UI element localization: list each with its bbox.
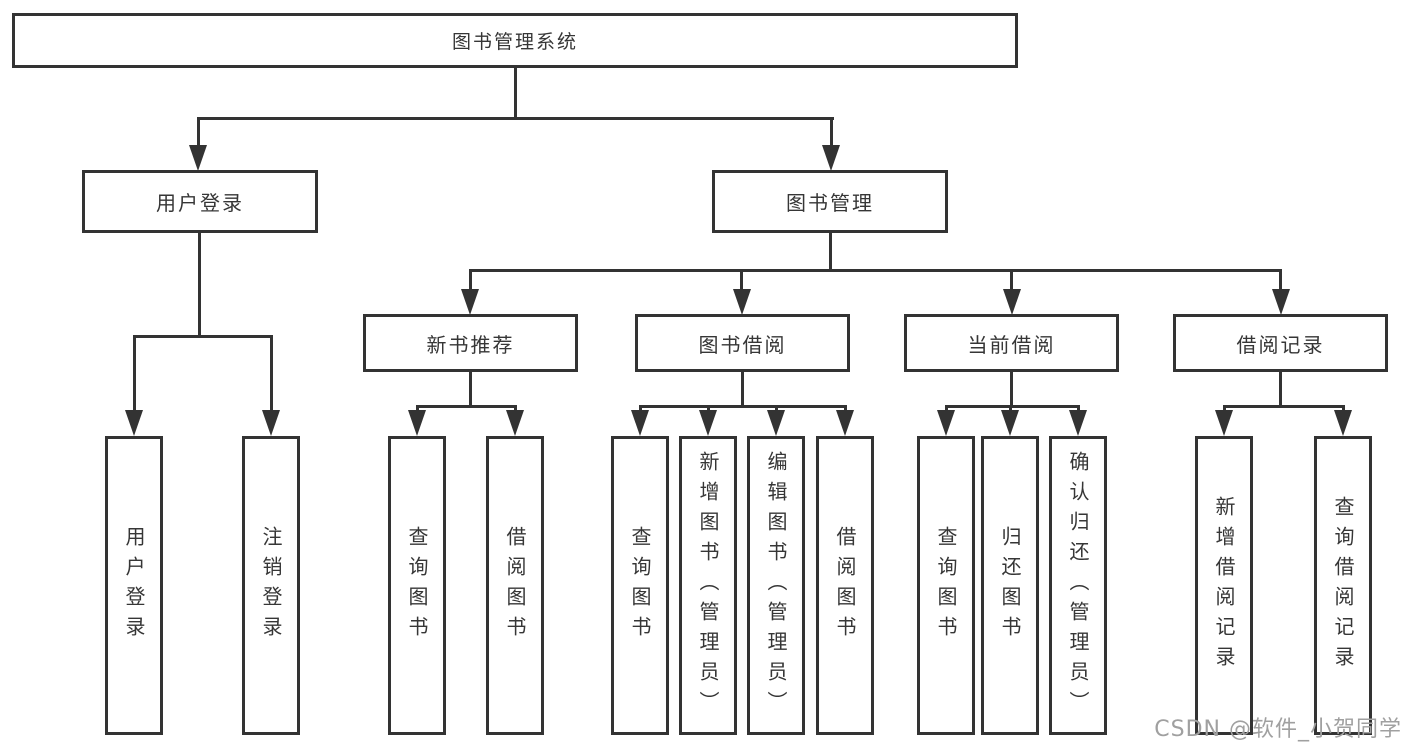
connector-leaf-shaft [1077, 405, 1080, 412]
leaf-confirm-return-admin: 确认归还（管理员） [1049, 436, 1107, 735]
node-book-borrowing: 图书借阅 [635, 314, 850, 372]
leaf-confirm-return-admin-label: 确认归还（管理员） [1066, 450, 1090, 721]
watermark: CSDN @软件_小贺同学 [1154, 717, 1402, 742]
node-borrowing-records-label: 借阅记录 [1236, 332, 1325, 357]
connector-recommend-hline [416, 405, 516, 408]
node-library-system: 图书管理系统 [12, 13, 1018, 68]
connector-l3-shaft [740, 269, 743, 293]
connector-leaf-shaft [270, 335, 273, 412]
connector-borrowing-hline [639, 405, 846, 408]
connector-user-login-hline [133, 335, 273, 338]
connector-leaf-shaft [416, 405, 419, 412]
leaf-borrow-books-recommend: 借阅图书 [486, 436, 544, 735]
connector-leaf-shaft [707, 405, 710, 412]
arrow-down-icon [1215, 410, 1233, 436]
node-current-borrowing-label: 当前借阅 [967, 332, 1056, 357]
leaf-query-borrow-record: 查询借阅记录 [1314, 436, 1372, 735]
connector-root-vline [514, 67, 517, 118]
connector-book-mgmt-hline [469, 269, 1282, 272]
connector-l3-shaft [469, 269, 472, 293]
connector-book-mgmt-vline [829, 233, 832, 271]
leaf-add-books-admin: 新增图书（管理员） [679, 436, 737, 735]
connector-root-hline [197, 117, 834, 120]
leaf-user-login-label: 用户登录 [122, 525, 146, 646]
arrow-down-icon [836, 410, 854, 436]
connector-leaf-shaft [1342, 405, 1345, 412]
leaf-return-books-label: 归还图书 [998, 525, 1022, 646]
arrow-down-icon [822, 145, 840, 171]
arrow-down-icon [408, 410, 426, 436]
node-user-login-label: 用户登录 [156, 191, 244, 215]
connector-leaf-shaft [639, 405, 642, 412]
leaf-borrow-books-recommend-label: 借阅图书 [503, 525, 527, 646]
leaf-query-books-current-label: 查询图书 [934, 525, 958, 646]
arrow-down-icon [767, 410, 785, 436]
arrow-down-icon [262, 410, 280, 436]
arrow-down-icon [937, 410, 955, 436]
leaf-borrow-books-borrow-label: 借阅图书 [833, 525, 857, 646]
node-borrowing-records: 借阅记录 [1173, 314, 1388, 372]
arrow-down-icon [506, 410, 524, 436]
connector-leaf-shaft [1223, 405, 1226, 412]
arrow-down-icon [733, 289, 751, 315]
arrow-down-icon [189, 145, 207, 171]
node-book-borrowing-label: 图书借阅 [698, 332, 787, 357]
connector-current-hline [945, 405, 1079, 408]
leaf-logout-label: 注销登录 [259, 525, 283, 646]
connector-current-vline [1010, 372, 1013, 406]
connector-l3-shaft [1010, 269, 1013, 293]
connector-leaf-shaft [844, 405, 847, 412]
connector-user-login-vline [198, 233, 201, 335]
node-book-management-label: 图书管理 [786, 191, 874, 215]
connector-leaf-shaft [514, 405, 517, 412]
arrow-down-icon [1334, 410, 1352, 436]
arrow-down-icon [1272, 289, 1290, 315]
leaf-logout: 注销登录 [242, 436, 300, 735]
node-library-system-label: 图书管理系统 [451, 31, 578, 53]
connector-leaf-shaft [133, 335, 136, 412]
connector-book-mgmt-shaft [830, 117, 833, 147]
arrow-down-icon [1069, 410, 1087, 436]
connector-leaf-shaft [945, 405, 948, 412]
leaf-query-books-borrow-label: 查询图书 [628, 525, 652, 646]
connector-recommend-vline [469, 372, 472, 406]
arrow-down-icon [125, 410, 143, 436]
node-book-management: 图书管理 [712, 170, 948, 233]
arrow-down-icon [631, 410, 649, 436]
leaf-edit-books-admin-label: 编辑图书（管理员） [764, 450, 788, 721]
connector-leaf-shaft [1009, 405, 1012, 412]
leaf-query-books-current: 查询图书 [917, 436, 975, 735]
connector-borrowing-vline [741, 372, 744, 406]
leaf-query-books-recommend: 查询图书 [388, 436, 446, 735]
connector-records-vline [1279, 372, 1282, 406]
arrow-down-icon [1001, 410, 1019, 436]
leaf-query-borrow-record-label: 查询借阅记录 [1331, 495, 1355, 676]
leaf-add-books-admin-label: 新增图书（管理员） [696, 450, 720, 721]
leaf-edit-books-admin: 编辑图书（管理员） [747, 436, 805, 735]
connector-user-login-shaft [197, 117, 200, 147]
connector-l3-shaft [1279, 269, 1282, 293]
connector-leaf-shaft [775, 405, 778, 412]
node-new-book-recommendation-label: 新书推荐 [426, 332, 515, 357]
node-user-login: 用户登录 [82, 170, 318, 233]
node-current-borrowing: 当前借阅 [904, 314, 1119, 372]
leaf-query-books-recommend-label: 查询图书 [405, 525, 429, 646]
leaf-query-books-borrow: 查询图书 [611, 436, 669, 735]
leaf-user-login: 用户登录 [105, 436, 163, 735]
leaf-add-borrow-record: 新增借阅记录 [1195, 436, 1253, 735]
leaf-borrow-books-borrow: 借阅图书 [816, 436, 874, 735]
leaf-return-books: 归还图书 [981, 436, 1039, 735]
leaf-add-borrow-record-label: 新增借阅记录 [1212, 495, 1236, 676]
arrow-down-icon [461, 289, 479, 315]
arrow-down-icon [1003, 289, 1021, 315]
node-new-book-recommendation: 新书推荐 [363, 314, 578, 372]
arrow-down-icon [699, 410, 717, 436]
connector-records-hline [1223, 405, 1344, 408]
